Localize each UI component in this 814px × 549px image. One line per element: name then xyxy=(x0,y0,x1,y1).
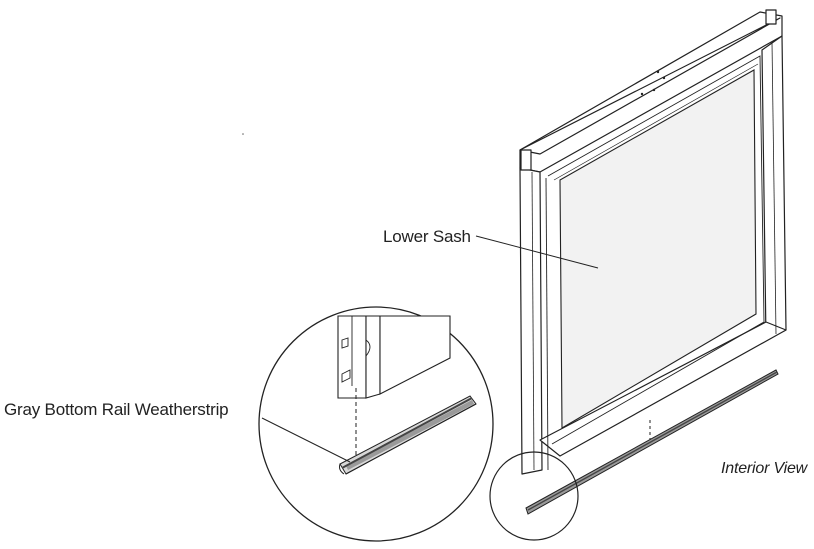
lower-sash-label: Lower Sash xyxy=(383,227,471,246)
glass-pane xyxy=(531,41,777,471)
leader-weatherstrip xyxy=(261,417,351,463)
detail-circle-small xyxy=(489,451,579,541)
view-label: Interior View xyxy=(721,460,808,477)
detail-circle-large xyxy=(258,306,494,542)
leader-lower-sash xyxy=(475,235,599,269)
weatherstrip-label: Gray Bottom Rail Weatherstrip xyxy=(4,400,229,419)
weatherstrip-main xyxy=(525,369,779,515)
window-frame xyxy=(519,9,787,475)
speck xyxy=(242,133,244,135)
hardware-dots xyxy=(640,70,666,96)
